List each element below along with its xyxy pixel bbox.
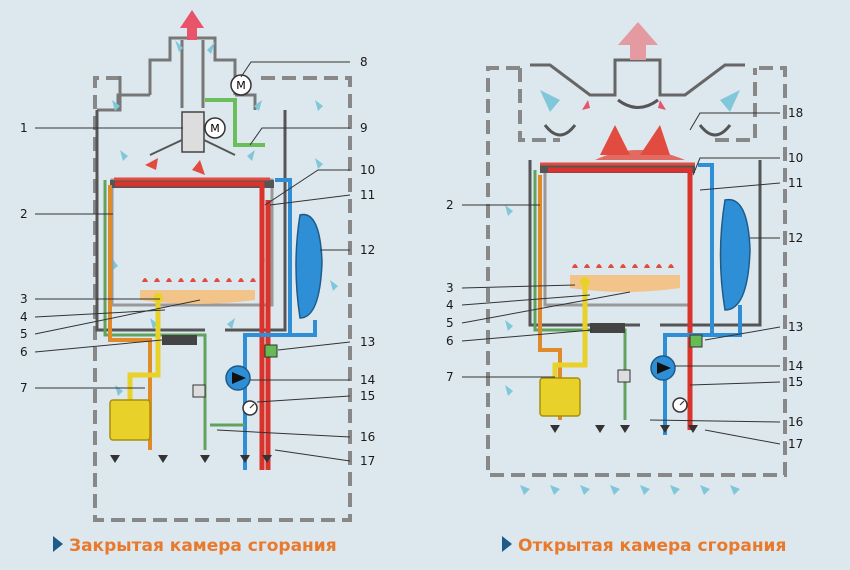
pressure-gauge-icon-open (672, 397, 688, 413)
valve-icon-open (550, 425, 698, 433)
label-18-open: 18 (788, 106, 803, 120)
fan-motor-icon: M M (204, 74, 252, 139)
label-4-open: 4 (446, 298, 454, 312)
label-13: 13 (360, 335, 375, 349)
label-5: 5 (20, 327, 28, 341)
outer-casing-open (486, 66, 787, 477)
open-chamber-diagram: 2 3 4 5 6 7 10 11 12 13 14 15 16 17 18 (446, 22, 803, 495)
label-5-open: 5 (446, 316, 454, 330)
label-3: 3 (20, 292, 28, 306)
label-10-open: 10 (788, 151, 803, 165)
caption-open: Открытая камера сгорания (502, 536, 786, 556)
caption-closed: Закрытая камера сгорания (53, 536, 337, 556)
closed-chamber-diagram: M M (20, 10, 375, 522)
label-7: 7 (20, 381, 28, 395)
label-17: 17 (360, 454, 375, 468)
label-16-open: 16 (788, 415, 803, 429)
label-10: 10 (360, 163, 375, 177)
open-labels: 2 3 4 5 6 7 10 11 12 13 14 15 16 17 18 (446, 106, 803, 451)
caption-open-text: Открытая камера сгорания (518, 536, 787, 556)
label-8: 8 (360, 55, 368, 69)
label-16: 16 (360, 430, 375, 444)
pump-icon (225, 365, 251, 391)
svg-text:M: M (210, 122, 220, 135)
label-12-open: 12 (788, 231, 803, 245)
label-11-open: 11 (788, 176, 803, 190)
pump-icon-open (650, 355, 676, 381)
exhaust-arrow-icon (180, 10, 204, 40)
svg-text:M: M (236, 79, 246, 92)
air-flow-arrow-icon (112, 40, 338, 396)
label-13-open: 13 (788, 320, 803, 334)
label-11: 11 (360, 188, 375, 202)
caption-marker-icon (53, 536, 63, 552)
inner-frame (95, 110, 287, 332)
caption-closed-text: Закрытая камера сгорания (69, 536, 337, 556)
label-15: 15 (360, 389, 375, 403)
gas-valve (109, 399, 151, 441)
label-7-open: 7 (446, 370, 454, 384)
expansion-tank (295, 213, 323, 319)
valve-icon (110, 455, 272, 463)
exhaust-arrow-icon-open (618, 22, 658, 60)
expansion-tank-open (719, 198, 751, 311)
caption-marker-icon (502, 536, 512, 552)
label-14-open: 14 (788, 359, 803, 373)
label-3-open: 3 (446, 281, 454, 295)
label-14: 14 (360, 373, 375, 387)
label-9: 9 (360, 121, 368, 135)
label-15-open: 15 (788, 375, 803, 389)
closed-labels: 1 2 3 4 5 6 7 8 9 10 11 12 13 14 15 16 1… (20, 55, 375, 468)
draft-hood (530, 58, 745, 97)
label-6-open: 6 (446, 334, 454, 348)
label-17-open: 17 (788, 437, 803, 451)
label-12: 12 (360, 243, 375, 257)
label-1: 1 (20, 121, 28, 135)
pressure-gauge-icon (242, 400, 258, 416)
label-2-open: 2 (446, 198, 454, 212)
label-2: 2 (20, 207, 28, 221)
outer-casing (93, 76, 352, 522)
label-6: 6 (20, 345, 28, 359)
label-4: 4 (20, 310, 28, 324)
